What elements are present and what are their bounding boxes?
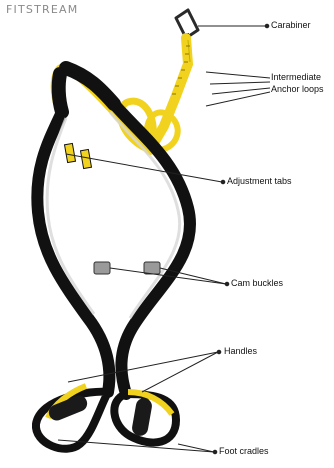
- label-handles: Handles: [224, 346, 257, 356]
- label-cam-buckles: Cam buckles: [231, 278, 283, 288]
- brand-logo-text: FITSTREAM: [6, 3, 78, 16]
- label-adjustment-tabs: Adjustment tabs: [227, 176, 292, 186]
- label-foot-cradles: Foot cradles: [219, 446, 269, 456]
- cam-buckles: [94, 262, 160, 274]
- label-carabiner: Carabiner: [271, 20, 311, 30]
- label-anchor-loops: Anchor loops: [271, 84, 324, 94]
- handles-and-cradles: [36, 386, 176, 449]
- label-intermediate: Intermediate: [271, 72, 321, 82]
